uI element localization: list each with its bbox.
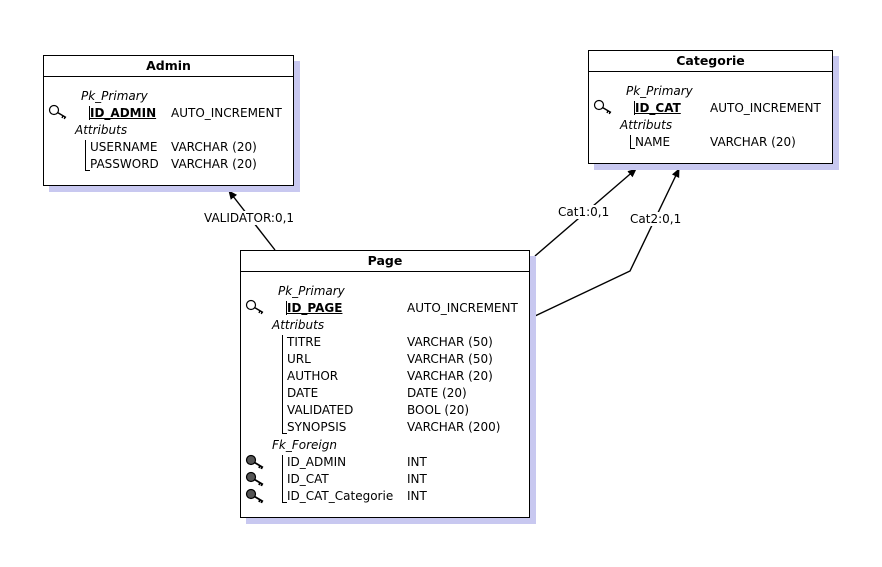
attr-name: USERNAME — [90, 140, 158, 154]
attr-type: VARCHAR (50) — [407, 335, 493, 349]
entity-title: Admin — [44, 56, 293, 77]
fk-name: ID_CAT — [287, 472, 329, 486]
attr-section-label: Attributs — [75, 123, 128, 137]
validator-label: VALIDATOR:0,1 — [204, 211, 295, 225]
entity-title: Page — [241, 251, 529, 272]
fk-name: ID_CAT_Categorie — [287, 489, 394, 503]
entity-page[interactable]: Page Pk_Primary ID_PAGE AUTO_INCREMENT A… — [240, 250, 530, 518]
entity-title: Categorie — [589, 51, 832, 72]
entity-categorie[interactable]: Categorie Pk_Primary ID_CAT AUTO_INCREME… — [588, 50, 833, 164]
attr-type: VARCHAR (20) — [710, 135, 796, 149]
cat2-label: Cat2:0,1 — [630, 212, 682, 226]
pk-bar — [286, 301, 287, 315]
attr-section-label: Attributs — [620, 118, 673, 132]
attr-type: VARCHAR (200) — [407, 420, 501, 434]
pk-section-label: Pk_Primary — [626, 84, 693, 98]
attr-name: SYNOPSIS — [287, 420, 347, 434]
attr-bar-end — [630, 148, 635, 149]
attr-type: VARCHAR (20) — [171, 140, 257, 154]
pk-type: AUTO_INCREMENT — [171, 106, 282, 120]
attr-bar — [85, 140, 86, 171]
pk-section-label: Pk_Primary — [81, 89, 148, 103]
cat2-link — [534, 168, 680, 317]
pk-type: AUTO_INCREMENT — [407, 301, 518, 315]
attr-bar-end — [85, 170, 90, 171]
attr-bar — [282, 335, 283, 434]
fk-type: INT — [407, 489, 427, 503]
pk-name: ID_CAT — [635, 101, 681, 115]
pk-name: ID_PAGE — [287, 301, 343, 315]
attr-name: NAME — [635, 135, 671, 149]
attr-section-label: Attributs — [272, 318, 325, 332]
attr-name: URL — [287, 352, 311, 366]
attr-bar — [630, 135, 631, 149]
attr-bar-end — [282, 433, 287, 434]
primary-key-icon — [48, 104, 67, 120]
foreign-key-icon — [245, 488, 264, 504]
attr-name: PASSWORD — [90, 157, 159, 171]
primary-key-icon — [245, 299, 264, 315]
pk-bar — [634, 101, 635, 115]
attr-type: DATE (20) — [407, 386, 467, 400]
fk-bar-end — [282, 502, 287, 503]
attr-type: VARCHAR (20) — [407, 369, 493, 383]
fk-section-label: Fk_Foreign — [272, 438, 337, 452]
foreign-key-icon — [245, 471, 264, 487]
attr-name: DATE — [287, 386, 319, 400]
attr-name: VALIDATED — [287, 403, 354, 417]
entity-admin[interactable]: Admin Pk_Primary ID_ADMIN AUTO_INCREMENT… — [43, 55, 294, 186]
fk-type: INT — [407, 472, 427, 486]
pk-type: AUTO_INCREMENT — [710, 101, 821, 115]
attr-type: VARCHAR (20) — [171, 157, 257, 171]
attr-name: AUTHOR — [287, 369, 339, 383]
pk-bar — [89, 106, 90, 120]
attr-type: VARCHAR (50) — [407, 352, 493, 366]
fk-name: ID_ADMIN — [287, 455, 347, 469]
cat1-label: Cat1:0,1 — [558, 205, 610, 219]
fk-type: INT — [407, 455, 427, 469]
pk-name: ID_ADMIN — [90, 106, 157, 120]
attr-type: BOOL (20) — [407, 403, 470, 417]
primary-key-icon — [593, 99, 612, 115]
fk-bar — [282, 455, 283, 503]
attr-name: TITRE — [287, 335, 322, 349]
pk-section-label: Pk_Primary — [278, 284, 345, 298]
foreign-key-icon — [245, 454, 264, 470]
